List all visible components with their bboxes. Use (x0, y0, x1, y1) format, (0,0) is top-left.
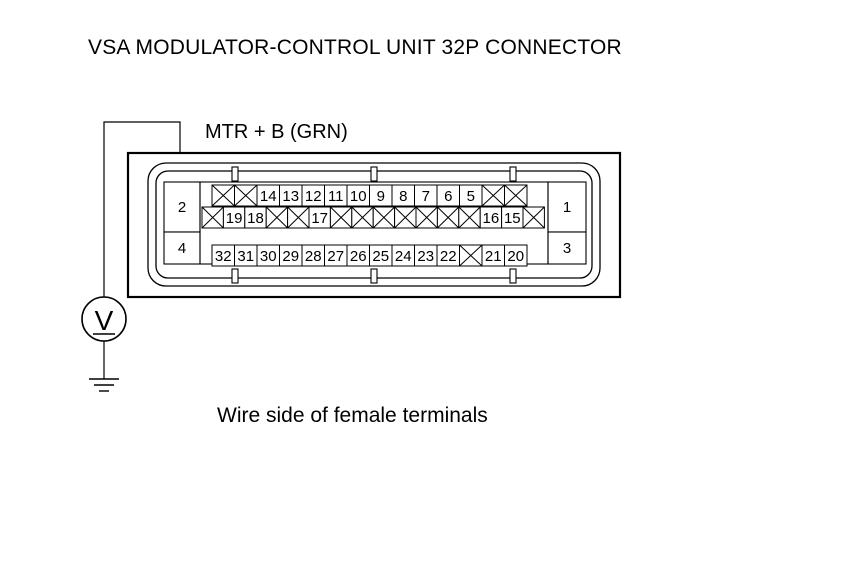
terminal-15: 15 (501, 206, 524, 229)
svg-text:19: 19 (226, 210, 243, 227)
terminal-empty-cavity (394, 206, 417, 229)
svg-text:32: 32 (215, 248, 232, 265)
terminal-13: 13 (279, 184, 303, 207)
voltmeter: V (81, 296, 127, 342)
terminal-14: 14 (256, 184, 280, 207)
svg-text:7: 7 (422, 188, 430, 205)
side-terminal-3: 3 (547, 231, 587, 265)
terminal-26: 26 (346, 244, 370, 267)
terminal-empty-cavity (234, 184, 258, 207)
svg-text:2: 2 (178, 199, 186, 216)
terminal-empty-cavity (481, 184, 505, 207)
svg-text:20: 20 (507, 248, 524, 265)
terminal-8: 8 (391, 184, 415, 207)
terminal-empty-cavity (201, 206, 224, 229)
svg-text:26: 26 (350, 248, 367, 265)
terminal-11: 11 (324, 184, 348, 207)
connector-rim-outer (147, 162, 601, 287)
svg-text:21: 21 (485, 248, 502, 265)
svg-text:9: 9 (377, 188, 385, 205)
svg-text:8: 8 (399, 188, 407, 205)
svg-text:27: 27 (327, 248, 344, 265)
locking-tabs (231, 166, 517, 284)
svg-text:25: 25 (372, 248, 389, 265)
terminal-24: 24 (391, 244, 415, 267)
ground-icon (89, 341, 119, 392)
svg-text:13: 13 (282, 188, 299, 205)
terminal-empty-cavity (458, 206, 481, 229)
svg-text:22: 22 (440, 248, 457, 265)
side-terminal-1: 1 (547, 181, 587, 233)
terminal-27: 27 (324, 244, 348, 267)
terminal-empty-cavity (265, 206, 289, 229)
terminal-5: 5 (459, 184, 483, 207)
terminal-29: 29 (279, 244, 303, 267)
terminal-19: 19 (222, 206, 246, 229)
svg-text:15: 15 (504, 210, 521, 227)
terminal-18: 18 (244, 206, 267, 229)
voltmeter-symbol: V (95, 305, 114, 336)
terminal-empty-cavity (211, 184, 235, 207)
svg-text:17: 17 (311, 210, 328, 227)
terminal-30: 30 (256, 244, 280, 267)
svg-text:24: 24 (395, 248, 412, 265)
terminal-32: 32 (211, 244, 235, 267)
terminal-22: 22 (436, 244, 460, 267)
side-terminal-4: 4 (163, 231, 201, 265)
terminal-empty-cavity (436, 206, 460, 229)
terminal-21: 21 (481, 244, 505, 267)
terminal-16: 16 (479, 206, 503, 229)
wire-label: MTR + B (GRN) (205, 121, 348, 143)
terminal-25: 25 (369, 244, 393, 267)
terminal-empty-cavity (504, 184, 528, 207)
side-terminal-2: 2 (163, 181, 201, 233)
terminal-31: 31 (234, 244, 258, 267)
svg-text:10: 10 (350, 188, 367, 205)
terminal-10: 10 (346, 184, 370, 207)
svg-text:14: 14 (260, 188, 277, 205)
svg-text:18: 18 (247, 210, 264, 227)
svg-text:4: 4 (178, 240, 186, 257)
terminal-12: 12 (301, 184, 325, 207)
terminal-row-3: 32 31 30 29 28 27 26 25 24 23 22 21 20 (211, 244, 528, 267)
svg-text:1: 1 (563, 199, 571, 216)
svg-text:11: 11 (328, 188, 344, 205)
svg-text:12: 12 (305, 188, 322, 205)
terminal-empty-cavity (522, 206, 545, 229)
terminal-20: 20 (504, 244, 528, 267)
terminal-empty-cavity (351, 206, 374, 229)
svg-text:5: 5 (467, 188, 475, 205)
terminal-17: 17 (308, 206, 331, 229)
terminal-7: 7 (414, 184, 438, 207)
terminal-6: 6 (436, 184, 460, 207)
terminal-9: 9 (369, 184, 393, 207)
diagram-caption: Wire side of female terminals (217, 404, 488, 427)
svg-text:16: 16 (483, 210, 500, 227)
svg-text:29: 29 (282, 248, 299, 265)
svg-text:6: 6 (444, 188, 452, 205)
terminal-empty-cavity (287, 206, 310, 229)
terminal-empty-cavity (459, 244, 483, 267)
terminal-empty-cavity (372, 206, 396, 229)
svg-text:28: 28 (305, 248, 322, 265)
svg-text:31: 31 (237, 248, 254, 265)
terminal-empty-cavity (415, 206, 438, 229)
svg-text:30: 30 (260, 248, 277, 265)
svg-text:3: 3 (563, 240, 571, 257)
terminal-28: 28 (301, 244, 325, 267)
svg-text:23: 23 (417, 248, 434, 265)
diagram-title: VSA MODULATOR-CONTROL UNIT 32P CONNECTOR (88, 36, 622, 59)
terminal-23: 23 (414, 244, 438, 267)
terminal-empty-cavity (329, 206, 353, 229)
